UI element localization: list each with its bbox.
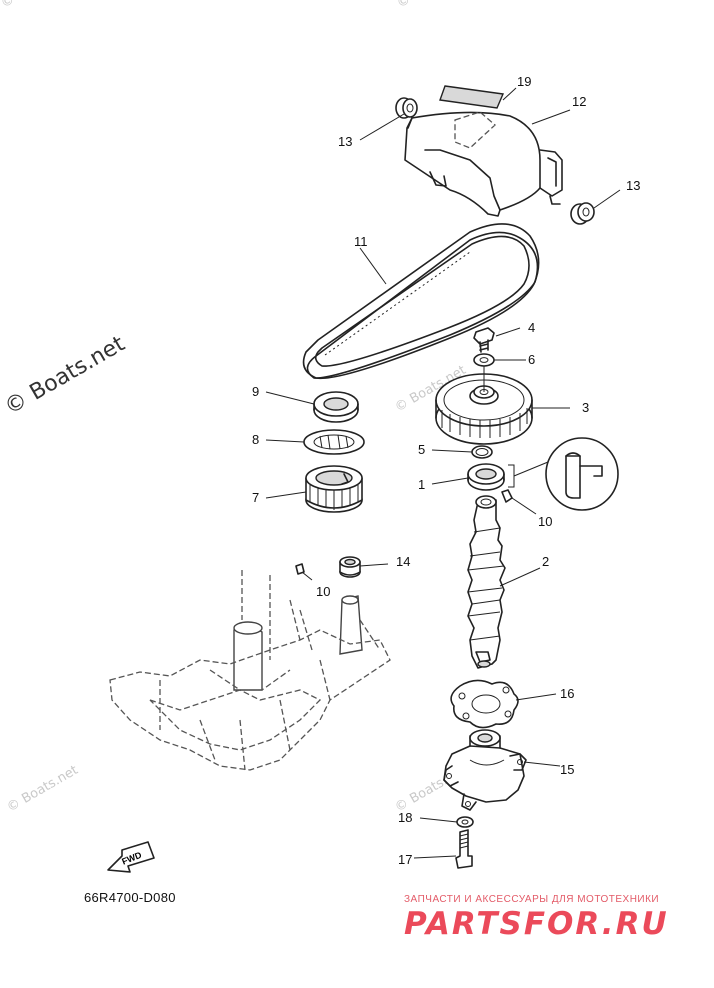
brand-subtitle: ЗАПЧАСТИ И АКСЕССУАРЫ ДЛЯ МОТОТЕХНИКИ — [404, 894, 660, 905]
part-18-washer — [456, 816, 474, 828]
callout-15: 15 — [560, 762, 574, 777]
diagram-code: 66R4700-D080 — [84, 890, 176, 905]
callouts: 19 12 13 13 11 4 6 3 9 8 5 1 7 10 2 14 1… — [252, 74, 640, 867]
callout-17: 17 — [398, 852, 412, 867]
watermark: © Boats.net — [395, 0, 471, 11]
part-9-oil-seal — [313, 391, 359, 423]
callout-3: 3 — [582, 400, 589, 415]
part-13-grommet-right — [570, 202, 595, 225]
part-10-pin-upper — [501, 489, 513, 503]
watermark: © Boats.net — [0, 0, 75, 11]
part-19-label-plate — [439, 85, 505, 109]
part-1-oil-seal — [467, 461, 549, 491]
part-2-camshaft — [467, 495, 506, 669]
cylinder-block-ghost — [109, 570, 391, 771]
part-11-timing-belt — [302, 223, 540, 380]
callout-6: 6 — [528, 352, 535, 367]
part-16-gasket — [450, 679, 519, 729]
callout-10: 10 — [538, 514, 552, 529]
part-8-guide-plate — [303, 429, 365, 455]
part-5-o-ring — [471, 445, 493, 459]
part-14-oil-seal — [339, 556, 361, 578]
callout-7: 7 — [252, 490, 259, 505]
part-15-oil-pump — [443, 729, 527, 811]
callout-16: 16 — [560, 686, 574, 701]
callout-10: 10 — [316, 584, 330, 599]
callout-12: 12 — [572, 94, 586, 109]
watermarks: © Boats.net © Boats.net © Boats.net © Bo… — [0, 0, 471, 815]
part-3-camshaft-pulley — [435, 366, 533, 445]
brand-logo: PARTSFOR.RU — [404, 906, 669, 942]
watermark-main: © Boats.net — [1, 331, 130, 420]
callout-18: 18 — [398, 810, 412, 825]
part-6-washer — [473, 353, 495, 367]
callout-14: 14 — [396, 554, 410, 569]
callout-4: 4 — [528, 320, 535, 335]
part-10-pin-lower — [295, 563, 305, 575]
callout-11: 11 — [354, 234, 368, 249]
callout-9: 9 — [252, 384, 259, 399]
callout-1: 1 — [418, 477, 425, 492]
part-13-grommet-left — [395, 97, 418, 119]
part-7-crank-pulley — [305, 465, 363, 513]
callout-5: 5 — [418, 442, 425, 457]
callout-8: 8 — [252, 432, 259, 447]
part-4-bolt — [473, 327, 495, 353]
callout-13: 13 — [338, 134, 352, 149]
oil-seal-detail-view — [545, 437, 619, 511]
callout-19: 19 — [517, 74, 531, 89]
part-12-belt-cover — [404, 111, 563, 217]
fwd-arrow-icon: FWD — [107, 841, 155, 873]
watermark: © Boats.net — [5, 763, 81, 816]
callout-13: 13 — [626, 178, 640, 193]
callout-2: 2 — [542, 554, 549, 569]
leader-lines — [265, 87, 621, 859]
part-17-bolt — [455, 829, 473, 869]
